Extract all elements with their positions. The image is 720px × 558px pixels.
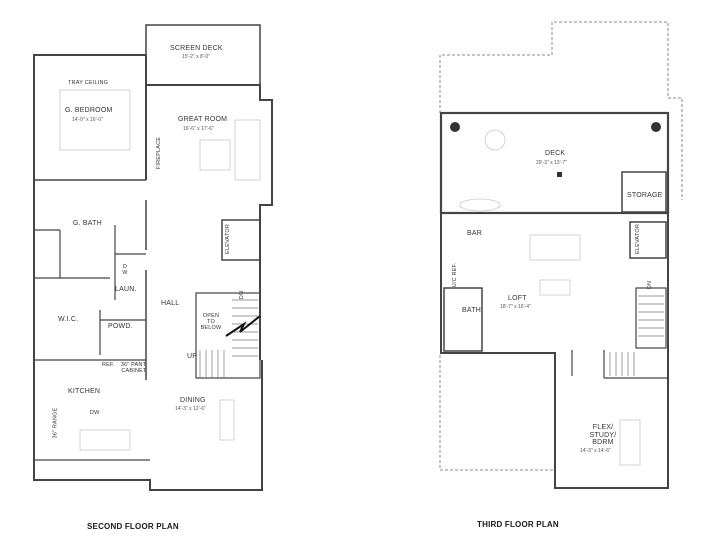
tray-ceiling-note: TRAY CEILING <box>68 80 109 86</box>
room-label-storage: STORAGE <box>627 192 663 199</box>
room-label-bath-3rd: BATH <box>462 307 481 314</box>
room-label-g-bedroom: G. BEDROOM <box>65 107 113 114</box>
room-label-kitchen: KITCHEN <box>68 388 101 395</box>
elevator-label-3rd: ELEVATOR <box>634 224 641 255</box>
ref-label-2nd: REF. <box>102 362 115 368</box>
room-label-screen-deck: SCREEN DECK <box>170 45 223 52</box>
range-label: 36" RANGE <box>52 407 59 439</box>
room-dims-flex: 14'-3" x 14'-6" <box>580 448 611 454</box>
third-floor-plan-title: THIRD FLOOR PLAN <box>477 520 559 529</box>
stairs-up-label: UP <box>187 353 198 360</box>
open-to-below-label: OPEN TO BELOW <box>200 313 222 332</box>
room-dims-screen-deck: 15'-2" x 8'-0" <box>182 54 210 60</box>
dishwasher-label: DW <box>90 410 100 416</box>
room-label-flex-study-bdrm: FLEX/ STUDY/ BDRM <box>589 424 617 447</box>
stairs-down-label-3rd: DN <box>647 280 654 290</box>
room-label-dining: DINING <box>180 397 206 404</box>
room-dims-dining: 14'-3" x 12'-6" <box>175 406 206 412</box>
stairs-down-label-2nd: DN <box>239 290 246 300</box>
second-floor-plan-title: SECOND FLOOR PLAN <box>87 522 179 531</box>
room-label-wic: W.I.C. <box>58 316 79 323</box>
washer-dryer-label: D W <box>122 264 128 277</box>
room-dims-loft: 18'-7" x 16'-4" <box>500 304 531 310</box>
room-label-deck: DECK <box>545 150 566 157</box>
elevator-label-2nd: ELEVATOR <box>224 224 231 255</box>
room-label-powder: POWD. <box>108 323 133 330</box>
room-dims-great-room: 16'-6" x 17'-6" <box>183 126 214 132</box>
uc-ref-label: U/C REF. <box>452 262 459 288</box>
pantry-cabinet-label: 36" PANT. CABINET <box>120 362 148 375</box>
room-label-loft: LOFT <box>508 295 527 302</box>
room-label-g-bath: G. BATH <box>73 220 102 227</box>
room-label-great-room: GREAT ROOM <box>178 116 228 123</box>
fireplace-label: FIREPLACE <box>156 136 163 170</box>
room-label-hall: HALL <box>161 300 180 307</box>
room-label-bar: BAR <box>467 230 482 237</box>
room-label-laundry: LAUN. <box>115 286 137 293</box>
room-dims-g-bedroom: 14'-0" x 16'-0" <box>72 117 103 123</box>
room-dims-deck: 29'-3" x 13'-7" <box>536 160 567 166</box>
